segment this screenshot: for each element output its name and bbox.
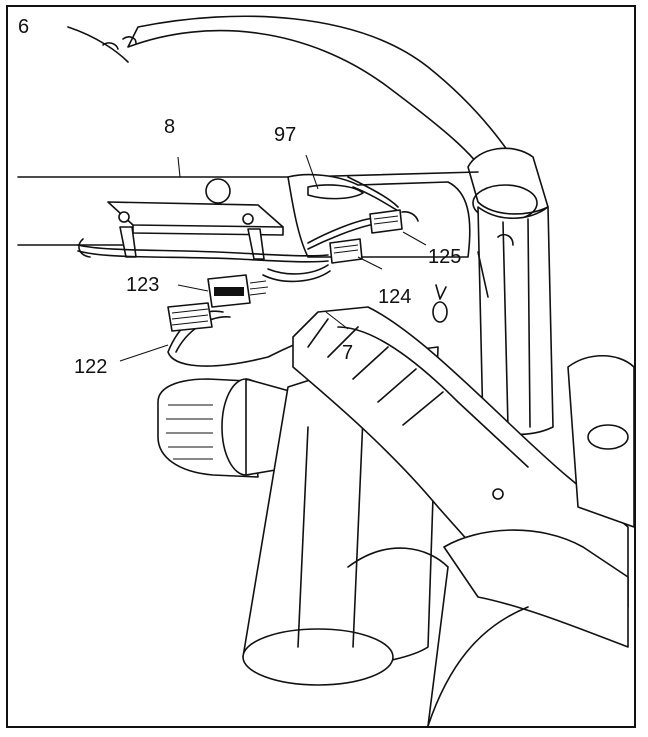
adjustment-knob [157,378,294,478]
callout-125: 125 [428,246,462,268]
callout-97: 97 [274,124,297,146]
callout-8: 8 [164,116,176,138]
leader-lines [119,154,427,362]
assembly-illustration [17,15,634,726]
handle-arm [292,306,634,726]
callout-124: 124 [378,286,412,308]
right-post [477,206,554,436]
callout-122: 122 [74,356,108,378]
callout-123: 123 [126,274,160,296]
connectors [167,209,419,332]
upper-tube [67,15,549,222]
callout-6: 6 [18,16,30,38]
pin [432,284,448,323]
diagram-frame: 6 8 97 125 123 124 7 122 [6,5,636,728]
callout-7: 7 [342,342,354,364]
bracket-plate [107,178,284,260]
